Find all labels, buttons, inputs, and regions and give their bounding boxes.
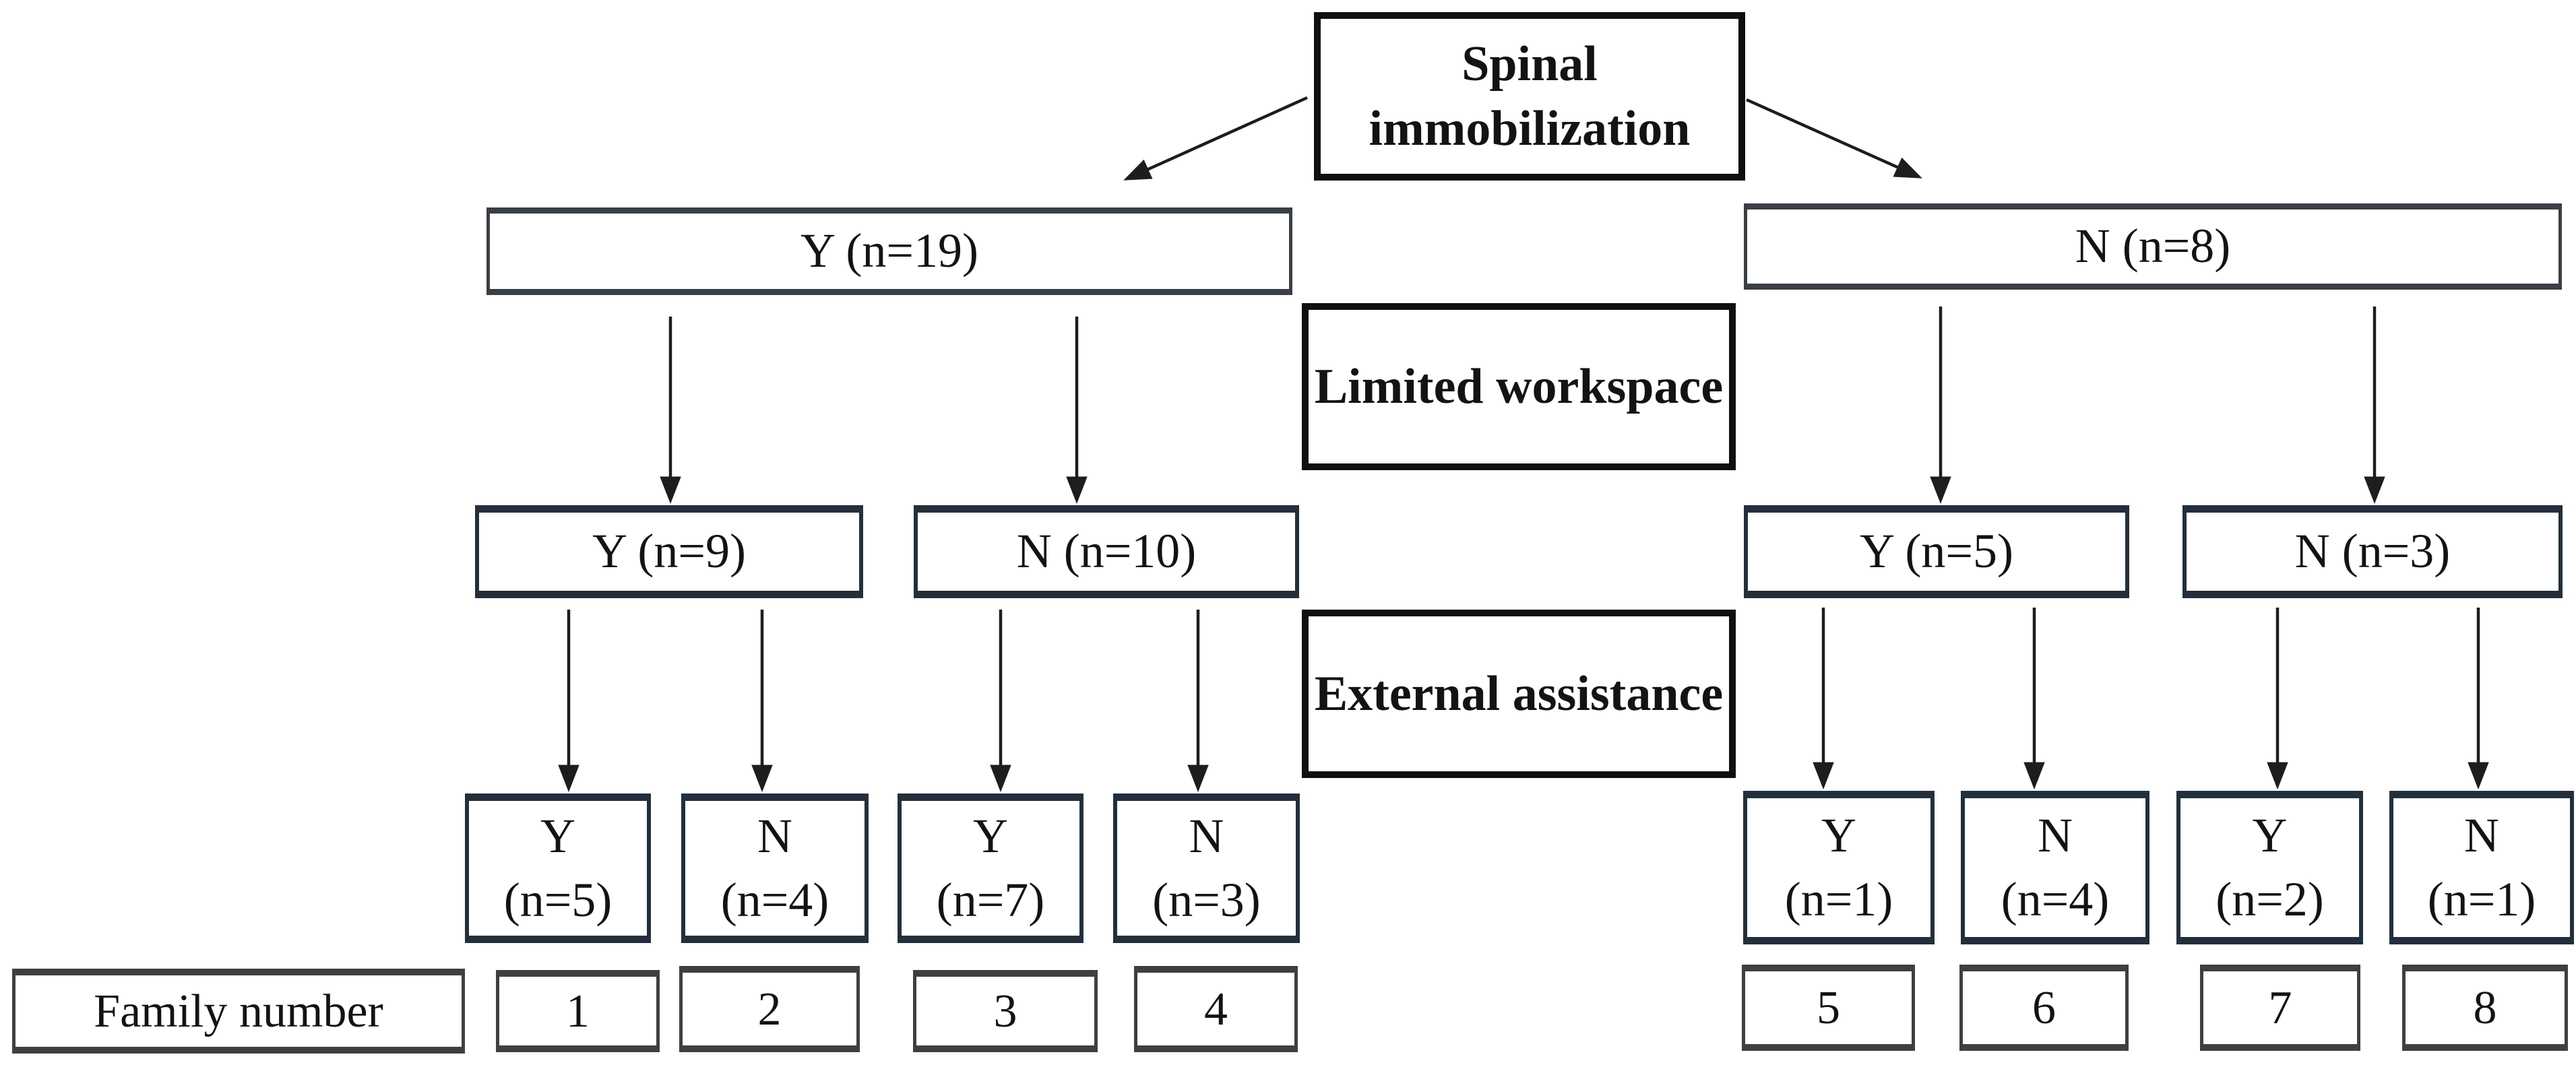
level3-leaf-1: Y (n=5)	[465, 794, 651, 943]
arrow	[1746, 98, 1922, 179]
stage-label-external-assistance: External assistance	[1302, 610, 1736, 778]
leaf-branch: N	[2464, 808, 2499, 862]
leaf-count: (n=1)	[1784, 872, 1893, 926]
node-label: N (n=3)	[2294, 524, 2451, 579]
node-label: Y (n=19)	[800, 224, 978, 278]
level3-leaf-2: N (n=4)	[681, 794, 869, 943]
level2-node-yy: Y (n=9)	[475, 505, 863, 598]
leaf-branch: Y	[2252, 808, 2288, 862]
family-number-8: 8	[2402, 965, 2568, 1051]
family-number-value: 2	[757, 983, 782, 1035]
leaf-count: (n=4)	[2001, 872, 2110, 926]
leaf-branch: N	[1189, 808, 1224, 863]
stage-label-text: External assistance	[1314, 666, 1724, 721]
level3-leaf-4: N (n=3)	[1113, 794, 1300, 943]
level3-leaf-8: N (n=1)	[2389, 791, 2574, 944]
leaf-branch: Y	[540, 808, 575, 863]
root-label: Spinal immobilization	[1369, 36, 1691, 156]
level2-node-yn: N (n=10)	[914, 505, 1299, 598]
level1-node-no: N (n=8)	[1744, 203, 2562, 290]
leaf-count: (n=3)	[1152, 873, 1261, 927]
family-number-value: 7	[2268, 981, 2292, 1034]
leaf-count: (n=7)	[936, 873, 1045, 927]
family-number-value: 5	[1817, 981, 1840, 1034]
family-number-1: 1	[496, 970, 660, 1052]
leaf-branch: N	[2038, 808, 2073, 862]
node-label: N (n=8)	[2075, 219, 2231, 273]
stage-label-limited-workspace: Limited workspace	[1302, 303, 1736, 470]
family-number-4: 4	[1134, 966, 1298, 1052]
leaf-branch: Y	[1821, 808, 1856, 862]
level3-leaf-6: N (n=4)	[1961, 791, 2149, 944]
level3-leaf-5: Y (n=1)	[1743, 791, 1935, 944]
family-number-6: 6	[1959, 965, 2129, 1051]
leaf-count: (n=4)	[720, 873, 829, 927]
level2-node-nn: N (n=3)	[2182, 505, 2563, 598]
family-number-value: 8	[2473, 981, 2497, 1034]
stage-label-text: Limited workspace	[1314, 358, 1724, 414]
node-label: Y (n=5)	[1860, 524, 2013, 579]
family-number-value: 4	[1204, 983, 1228, 1035]
family-number-label-text: Family number	[94, 985, 383, 1037]
level3-leaf-3: Y (n=7)	[898, 794, 1083, 943]
leaf-branch: Y	[973, 808, 1008, 863]
family-number-5: 5	[1742, 965, 1915, 1051]
family-number-value: 6	[2032, 981, 2056, 1034]
leaf-count: (n=2)	[2216, 872, 2324, 926]
root-node-spinal-immobilization: Spinal immobilization	[1314, 12, 1745, 181]
leaf-count: (n=5)	[503, 873, 612, 927]
family-number-label: Family number	[12, 969, 465, 1054]
leaf-count: (n=1)	[2427, 872, 2536, 926]
node-label: N (n=10)	[1016, 524, 1197, 579]
arrow	[1123, 96, 1308, 181]
family-number-value: 1	[566, 985, 590, 1037]
node-label: Y (n=9)	[592, 524, 746, 579]
family-number-2: 2	[679, 966, 860, 1052]
level3-leaf-7: Y (n=2)	[2176, 791, 2363, 944]
family-number-value: 3	[993, 985, 1017, 1037]
leaf-branch: N	[757, 808, 792, 863]
family-number-7: 7	[2200, 965, 2360, 1051]
level1-node-yes: Y (n=19)	[486, 207, 1292, 295]
level2-node-ny: Y (n=5)	[1744, 505, 2129, 598]
family-number-3: 3	[913, 970, 1098, 1052]
